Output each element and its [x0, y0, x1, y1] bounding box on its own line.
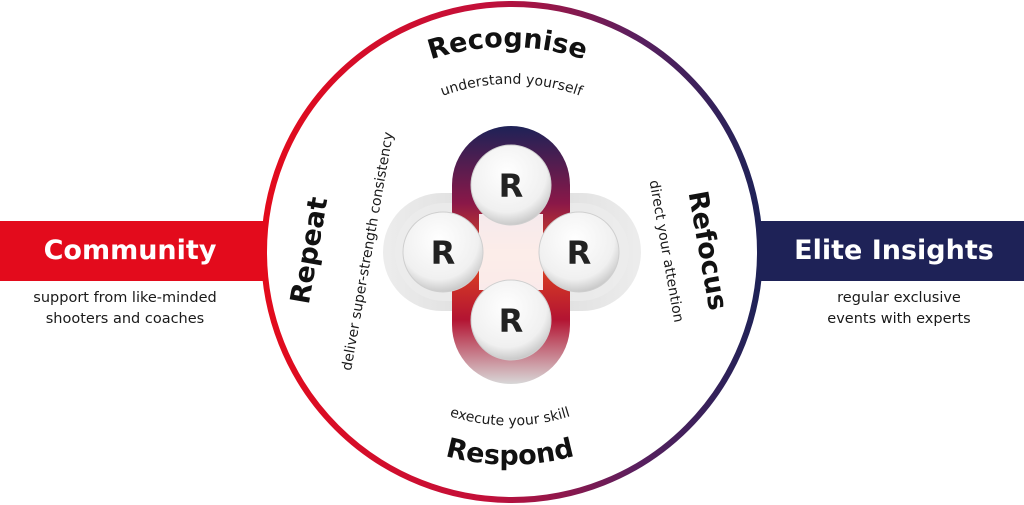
community-line-1: support from like-minded — [33, 290, 217, 306]
svg-text:R: R — [499, 302, 524, 340]
elite-insights-band: Elite Insights — [756, 221, 1024, 281]
community-band: Community — [0, 221, 268, 281]
community-description: support from like-minded shooters and co… — [0, 288, 250, 330]
elite-insights-description: regular exclusive events with experts — [774, 288, 1024, 330]
elite-insights-title: Elite Insights — [794, 235, 994, 266]
elite-insights-line-2: events with experts — [827, 311, 971, 327]
r-ball-bottom: R — [470, 279, 552, 361]
elite-insights-line-1: regular exclusive — [837, 290, 961, 306]
community-title: Community — [43, 235, 217, 266]
r-ball-right: R — [538, 211, 620, 293]
svg-text:R: R — [567, 234, 592, 272]
svg-text:R: R — [499, 167, 524, 205]
svg-text:R: R — [431, 234, 456, 272]
community-line-2: shooters and coaches — [45, 311, 205, 327]
r-ball-left: R — [402, 211, 484, 293]
r-ball-top: R — [470, 144, 552, 226]
